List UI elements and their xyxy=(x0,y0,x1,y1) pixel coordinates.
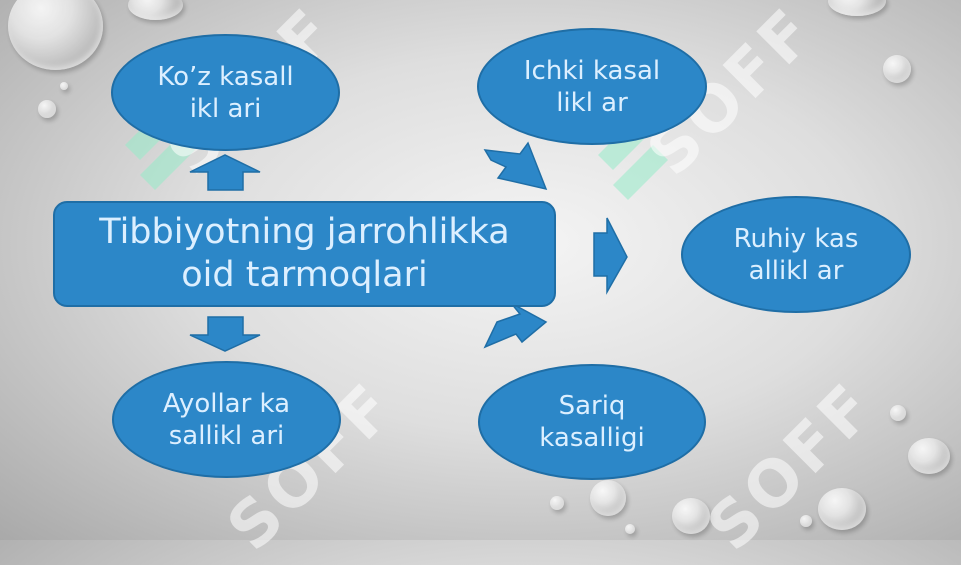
node-ruhiy-kasalliklar: Ruhiy kasallikl ar xyxy=(681,196,911,313)
water-drop xyxy=(550,496,564,510)
arrow-lower-right xyxy=(483,302,548,349)
water-drop xyxy=(908,438,950,474)
water-drop xyxy=(38,100,56,118)
water-drop xyxy=(883,55,911,83)
arrow-down xyxy=(189,316,261,352)
node-koz-label: Ko’z kasallikl ari xyxy=(157,61,294,124)
water-drop xyxy=(625,524,635,534)
water-drop xyxy=(590,480,626,516)
water-drop xyxy=(60,82,68,90)
node-ruhiy-label: Ruhiy kasallikl ar xyxy=(733,223,859,286)
node-ichki-kasalliklar: Ichki kasallikl ar xyxy=(477,28,707,145)
water-drop xyxy=(890,405,906,421)
water-drop xyxy=(800,515,812,527)
arrow-upper-right xyxy=(483,141,548,191)
central-topic-box: Tibbiyotning jarrohlikka oid tarmoqlari xyxy=(53,201,556,307)
node-sariq-label: Sariq kasalligi xyxy=(539,391,645,453)
central-topic-line1: Tibbiyotning jarrohlikka xyxy=(99,212,510,252)
node-ichki-label: Ichki kasallikl ar xyxy=(523,55,661,118)
central-topic-line2: oid tarmoqlari xyxy=(181,255,428,295)
arrow-right xyxy=(593,217,628,295)
arrow-up xyxy=(189,154,261,191)
node-ayollar-kasalliklari: Ayollar kasallikl ari xyxy=(112,361,341,478)
water-drop xyxy=(128,0,183,20)
water-drop xyxy=(828,0,886,16)
node-sariq-kasalligi: Sariq kasalligi xyxy=(478,364,706,480)
water-drop xyxy=(818,488,866,530)
node-koz-kasalliklari: Ko’z kasallikl ari xyxy=(111,34,340,151)
water-drop xyxy=(8,0,103,70)
connector-arrows xyxy=(189,141,628,352)
water-drop xyxy=(672,498,710,534)
node-ayollar-label: Ayollar kasallikl ari xyxy=(162,388,291,451)
